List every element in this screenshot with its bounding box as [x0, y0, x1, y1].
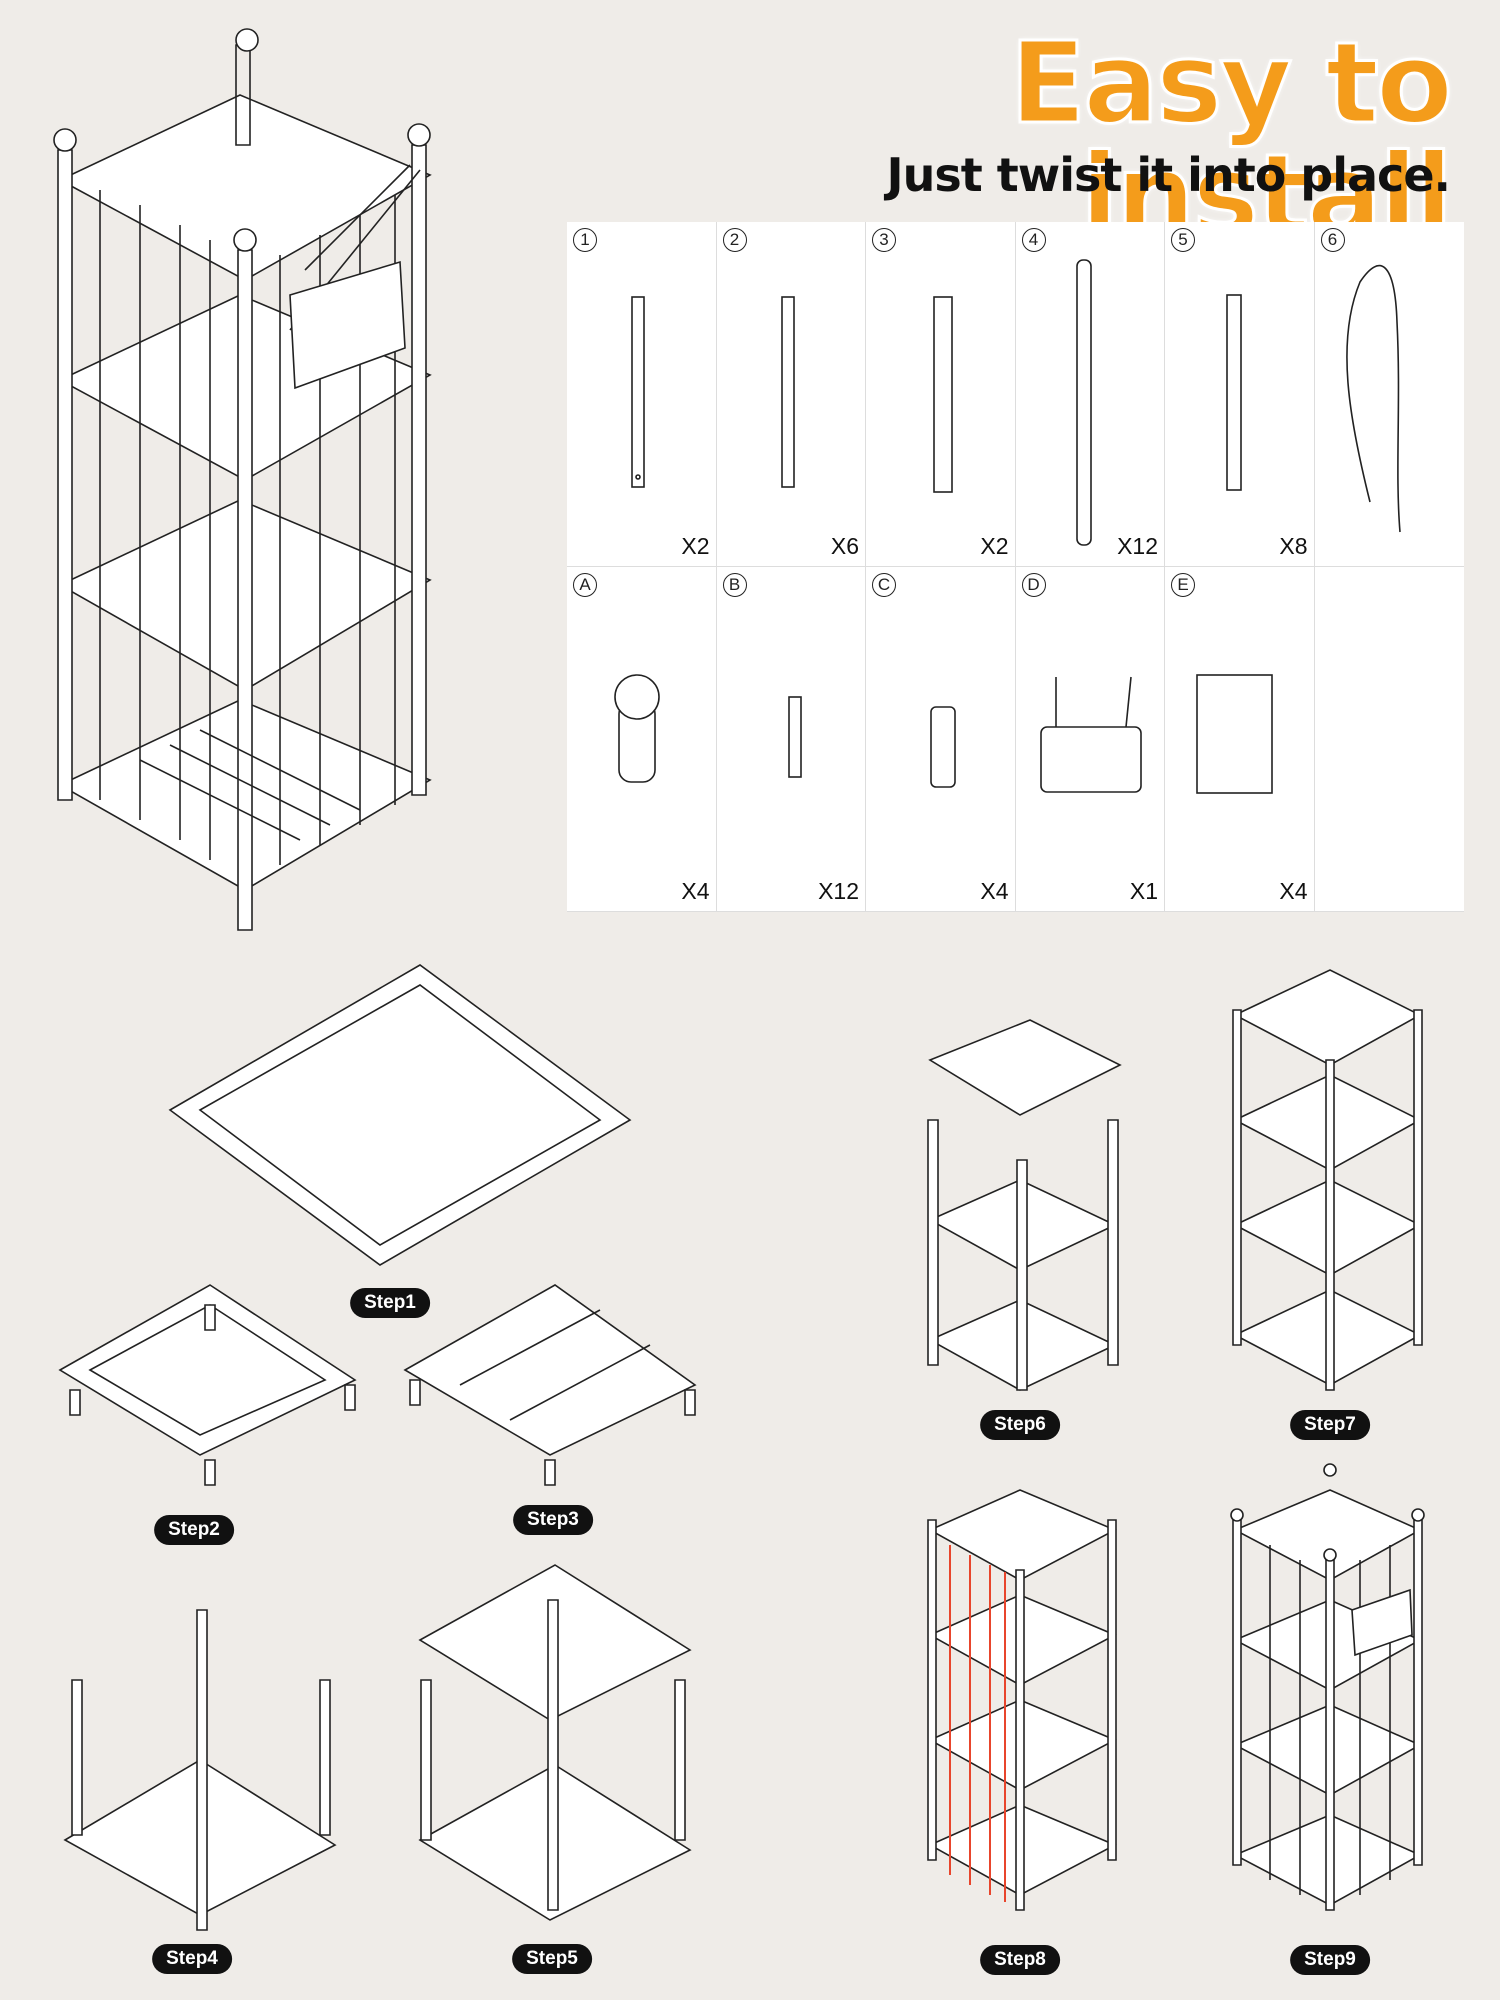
- step9-label: Step9: [1290, 1945, 1370, 1975]
- part-cell: 3 X2: [866, 222, 1016, 567]
- threaded-screw-icon: [787, 696, 802, 778]
- part-id: 1: [573, 228, 597, 252]
- step6-label: Step6: [980, 1410, 1060, 1440]
- step1-label: Step1: [350, 1288, 430, 1318]
- step3-label: Step3: [513, 1505, 593, 1535]
- short-bar-icon: [780, 296, 795, 488]
- step2-label: Step2: [154, 1515, 234, 1545]
- rod-icon: [1075, 259, 1092, 546]
- part-qty: X2: [681, 533, 710, 559]
- notched-bar-icon: [1226, 294, 1242, 491]
- part-cell: 2 X6: [716, 222, 866, 567]
- part-cell: B X12: [716, 567, 866, 912]
- part-qty: X4: [1279, 878, 1308, 904]
- part-id: D: [1021, 573, 1046, 597]
- step4-label: Step4: [152, 1944, 232, 1974]
- step5-label: Step5: [512, 1944, 592, 1974]
- panel-sheet-icon: [1196, 674, 1273, 794]
- part-qty: X12: [818, 878, 859, 904]
- part-qty: X8: [1279, 533, 1308, 559]
- part-id: 6: [1320, 228, 1345, 252]
- part-qty: X6: [830, 533, 859, 559]
- part-id: 3: [872, 228, 896, 252]
- part-cell: D X1: [1015, 567, 1165, 912]
- part-id: A: [573, 573, 597, 597]
- headline: Easy to install: [1008, 19, 1454, 261]
- parts-list: 1 X2 2 X6 3 X2 4 X12 5 X8 6 A X4 B X12 C…: [567, 222, 1464, 912]
- part-cell: C X4: [866, 567, 1016, 912]
- subheadline: Just twist it into place.: [886, 148, 1451, 202]
- part-id: E: [1171, 573, 1195, 597]
- part-id: C: [872, 573, 896, 597]
- part-cell: E X4: [1165, 567, 1315, 912]
- part-id: B: [722, 573, 747, 597]
- part-qty: X4: [681, 878, 710, 904]
- slat-icon: [933, 296, 953, 493]
- part-qty: X12: [1117, 533, 1158, 559]
- part-id: 5: [1171, 228, 1195, 252]
- part-cell: A X4: [567, 567, 717, 912]
- part-cell: 4 X12: [1015, 222, 1165, 567]
- cord-icon: [1345, 264, 1401, 533]
- short-hinged-bar-icon: [631, 296, 645, 488]
- part-qty: X2: [980, 533, 1009, 559]
- hanging-sign-icon: [1039, 676, 1142, 793]
- step7-label: Step7: [1290, 1410, 1370, 1440]
- part-cell: 5 X8: [1165, 222, 1315, 567]
- step8-label: Step8: [980, 1945, 1060, 1975]
- foot-peg-icon: [930, 706, 956, 788]
- part-id: 2: [722, 228, 747, 252]
- part-cell: 6: [1314, 222, 1464, 567]
- finial-cap-icon: [614, 674, 660, 783]
- part-qty: X4: [980, 878, 1009, 904]
- part-cell: 1 X2: [567, 222, 717, 567]
- part-qty: X1: [1129, 878, 1158, 904]
- part-id: 4: [1021, 228, 1046, 252]
- part-cell-empty: [1314, 567, 1464, 912]
